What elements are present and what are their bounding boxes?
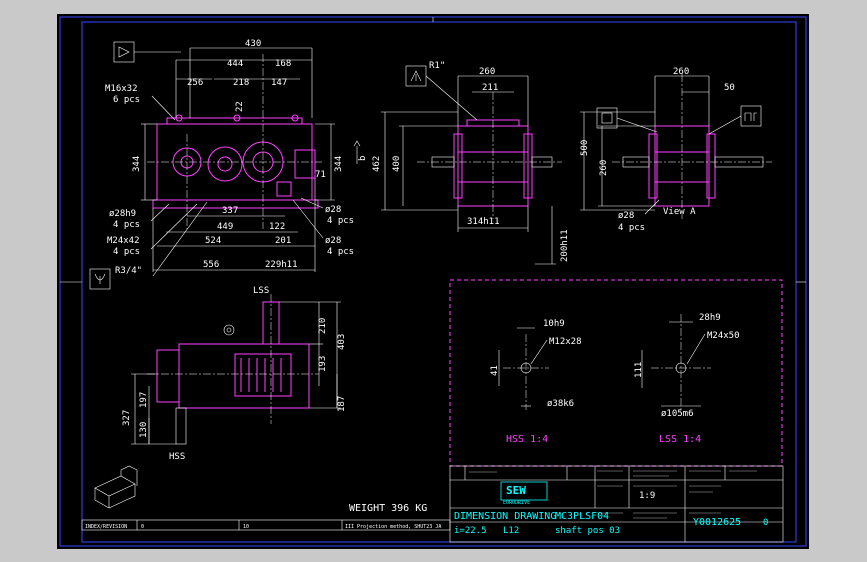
note-r34: R3/4" [115,266,142,276]
dim-444: 444 [227,59,243,69]
shaft-position: shaft pos 03 [555,526,620,536]
note-d28h9-qty: 4 pcs [113,220,140,230]
dim-d105m6: ø105m6 [661,409,694,419]
sew-logo-sub: EURODRIVE [503,500,530,506]
title-block: SEW EURODRIVE 1:9 DIMENSION DRAWING MC3P… [449,465,784,543]
dim-122: 122 [269,222,285,232]
dim-111: 111 [634,362,644,378]
outer-frame [59,16,807,547]
output-flange [294,149,316,179]
breather-icon [405,65,478,121]
dim-22: 22 [235,101,245,112]
rev-0: 0 [141,524,144,530]
dim-229h11: 229h11 [265,260,298,270]
dim-41: 41 [490,365,500,376]
dim-314h11: 314h11 [467,217,500,227]
dim-500: 500 [580,140,590,156]
dim-430: 430 [245,39,261,49]
dim-m12x28: M12x28 [549,337,582,347]
sheet-mark: 0 [763,518,768,528]
dim-218: 218 [233,78,249,88]
dimension-drawing: 430 444 168 256 218 147 22 M16x32 6 pcs … [59,16,807,547]
note-d28-view-a-qty: 4 pcs [618,223,645,233]
rev-10: 10 [243,524,249,530]
note-d28-b: ø28 [325,236,341,246]
note-d28-view-a: ø28 [618,211,634,221]
sew-logo: SEW [506,484,526,497]
detail-lss: 28h9 M24x50 111 ø105m6 LSS 1:4 [634,313,740,445]
bolt-qty: 6 pcs [113,95,140,105]
note-d28-a-qty: 4 pcs [327,216,354,226]
dim-200h11: 200h11 [560,229,570,262]
dim-211: 211 [482,83,498,93]
ratio: i=22.5 [454,526,487,536]
breather-thread: R1" [429,61,445,71]
dim-344-left: 344 [132,156,142,172]
dim-d38k6: ø38k6 [547,399,574,409]
housing-foot [152,199,319,209]
drawing-title: DIMENSION DRAWING [454,511,556,522]
note-d28h9: ø28h9 [109,209,136,219]
oil-level-icon [708,105,762,135]
side-view: 260 211 462 400 314h11 200h11 R1" [372,61,570,265]
view-a-label: View A [663,207,696,217]
dim-260-a-vert: 260 [599,160,609,176]
dim-147: 147 [271,78,287,88]
front-view: 430 444 168 256 218 147 22 M16x32 6 pcs … [89,39,368,290]
rev-label: INDEX/REVISION [85,524,127,530]
dim-193: 193 [318,356,328,372]
document-number: Y0012625 [693,517,741,528]
dim-256: 256 [187,78,203,88]
isometric-sketch [94,465,138,509]
dim-337: 337 [222,206,238,216]
dim-556: 556 [203,260,219,270]
bearing-icon [113,41,181,63]
weight-label: WEIGHT 396 KG [349,503,427,514]
dim-71: 71 [315,170,326,180]
note-m24x42-qty: 4 pcs [113,247,140,257]
dim-403: 403 [337,334,347,350]
dim-168: 168 [275,59,291,69]
dim-50: 50 [724,83,735,93]
dim-b: b [358,156,368,161]
drawing-sheet: 430 444 168 256 218 147 22 M16x32 6 pcs … [57,14,809,549]
dim-187: 187 [337,396,347,412]
dim-m24x50: M24x50 [707,331,740,341]
scale-value: 1:9 [639,491,655,501]
drain-plug-icon [89,268,111,290]
dim-201: 201 [275,236,291,246]
dim-197: 197 [139,392,149,408]
revision-bar: INDEX/REVISION 0 10 III Projection metho… [81,519,451,531]
dim-327: 327 [122,410,132,426]
hss-shaft [175,407,187,445]
note-d28-a: ø28 [325,205,341,215]
ratio-tail: L12 [503,526,519,536]
note-d28-b-qty: 4 pcs [327,247,354,257]
dim-449: 449 [217,222,233,232]
oil-fill-icon [596,107,658,133]
projection-note: III Projection method, SHUT23 JA [345,524,441,530]
hss-detail-caption: HSS 1:4 [506,434,548,445]
dim-28h9: 28h9 [699,313,721,323]
inner-frame [81,21,797,543]
dim-10h9: 10h9 [543,319,565,329]
dim-400: 400 [392,156,402,172]
view-a: 260 50 500 260 ø28 4 pcs View A [580,67,772,233]
bolt-note: M16x32 [105,84,138,94]
dim-260-side: 260 [479,67,495,77]
dim-344-right: 344 [334,156,344,172]
bottom-view: LSS HSS 210 403 193 187 327 197 130 WEIG… [94,286,427,514]
hss-label: HSS [169,452,185,462]
dim-462: 462 [372,156,382,172]
lss-detail-caption: LSS 1:4 [659,434,701,445]
dim-524: 524 [205,236,221,246]
dim-260-a: 260 [673,67,689,77]
logo-box [500,481,548,501]
dim-130: 130 [139,422,149,438]
note-m24x42: M24x42 [107,236,140,246]
lss-label: LSS [253,286,269,296]
type-code: MC3PLSF04 [555,511,609,522]
detail-hss: 10h9 M12x28 41 ø38k6 HSS 1:4 [490,319,582,445]
dim-210: 210 [318,318,328,334]
